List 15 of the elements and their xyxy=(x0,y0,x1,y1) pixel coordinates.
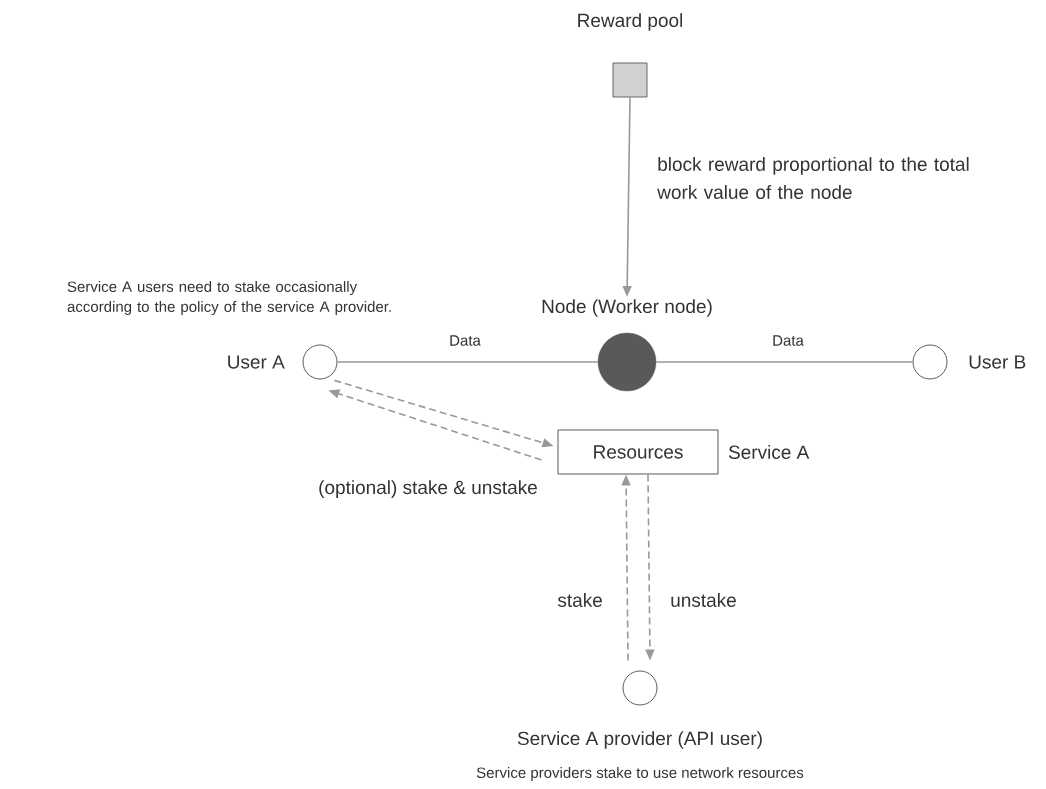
edge-label: Data xyxy=(450,335,481,346)
node-label: Node (Worker node) xyxy=(542,299,712,317)
node-label: User A xyxy=(228,355,285,369)
node-label: Reward pool xyxy=(578,13,683,31)
edge-label: (optional) stake & unstake xyxy=(319,480,537,498)
edge-label: stake xyxy=(557,593,602,607)
edge-label: unstake xyxy=(671,593,736,607)
beside-label: Service A xyxy=(728,445,810,459)
node-label: User B xyxy=(969,355,1026,369)
node-label: Service A provider (API user) xyxy=(517,731,762,749)
note-text: Service providers stake to use network resources xyxy=(476,767,804,781)
resources-box: Resources xyxy=(557,429,719,475)
edge-label: block reward proportional to the total work value of the node xyxy=(657,157,969,199)
note-text: Service A users need to stake occasionally according to the policy of the service A provider. xyxy=(67,281,391,315)
edge-label: Data xyxy=(773,335,804,346)
